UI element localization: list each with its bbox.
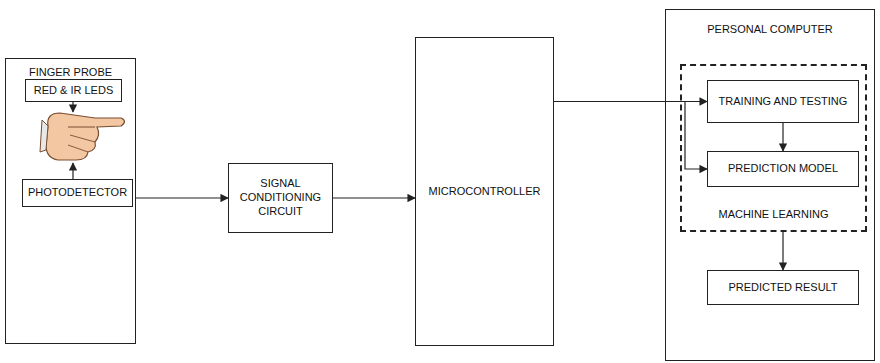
cuff-shape: [40, 120, 48, 152]
connector-arrow: [782, 123, 783, 151]
finger-line: [68, 145, 88, 152]
microcontroller-box: MICROCONTROLLER: [415, 37, 554, 346]
box-label: PREDICTION MODEL: [728, 162, 838, 176]
box-label: MICROCONTROLLER: [429, 185, 541, 199]
computer-box: PERSONAL COMPUTER MACHINE LEARNING TRAININ…: [665, 9, 875, 361]
group-heading: FINGER PROBE: [6, 66, 135, 80]
connector-arrow: [136, 197, 228, 198]
connector-arrow: [333, 197, 415, 198]
probe-housing: FINGER PROBE RED & IR LEDS PHOTODETECTOR: [5, 58, 136, 344]
machine-learning-group: MACHINE LEARNING TRAINING AND TESTING PRED…: [680, 64, 867, 232]
box-label: PHOTODETECTOR: [28, 186, 127, 200]
connector-arrow: [554, 102, 707, 170]
led-box: RED & IR LEDS: [25, 79, 122, 102]
process-box: TRAINING AND TESTING: [707, 80, 859, 123]
photodetector-box: PHOTODETECTOR: [22, 179, 133, 207]
connector-arrow: [782, 232, 783, 270]
box-label: TRAINING AND TESTING: [719, 95, 848, 109]
finger-line: [70, 135, 95, 142]
group-heading: PERSONAL COMPUTER: [666, 23, 874, 37]
thumb-line: [68, 127, 95, 128]
process-box: PREDICTION MODEL: [707, 151, 859, 187]
hand-drawing: [40, 113, 125, 160]
process-box: SIGNAL CONDITIONING CIRCUIT: [228, 163, 333, 233]
hand-shape: [46, 113, 125, 160]
result-box: PREDICTED RESULT: [707, 270, 859, 305]
light-arrow: [72, 102, 73, 112]
box-label: RED & IR LEDS: [34, 84, 113, 98]
box-label: SIGNAL CONDITIONING CIRCUIT: [233, 177, 328, 218]
light-arrow: [72, 163, 73, 179]
group-heading: MACHINE LEARNING: [682, 208, 865, 222]
box-label: PREDICTED RESULT: [728, 281, 837, 295]
